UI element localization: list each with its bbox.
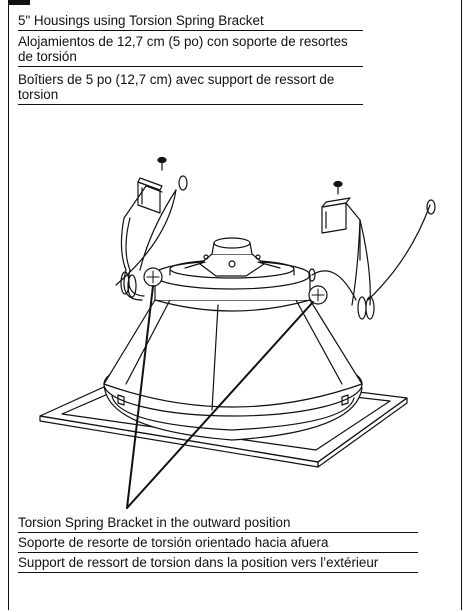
callout-caption-es: Soporte de resorte de torsión orientado … <box>18 535 418 553</box>
figure-panel <box>8 0 462 610</box>
housing-body <box>103 237 363 441</box>
right-screw <box>333 180 343 195</box>
header-caption-es: Alojamientos de 12,7 cm (5 po) con sopor… <box>18 34 363 67</box>
figure-tab-marker <box>8 0 30 5</box>
right-torsion-spring-bracket <box>308 197 436 320</box>
callout-leader-lines <box>126 285 314 509</box>
header-caption-en: 5" Housings using Torsion Spring Bracket <box>18 13 363 31</box>
header-caption-fr: Boîtiers de 5 po (12,7 cm) avec support … <box>18 72 363 105</box>
left-screw <box>157 156 167 171</box>
callout-caption-fr: Support de ressort de torsion dans la po… <box>18 555 418 573</box>
left-torsion-spring-bracket <box>115 175 188 301</box>
callout-caption-en: Torsion Spring Bracket in the outward po… <box>18 515 418 533</box>
